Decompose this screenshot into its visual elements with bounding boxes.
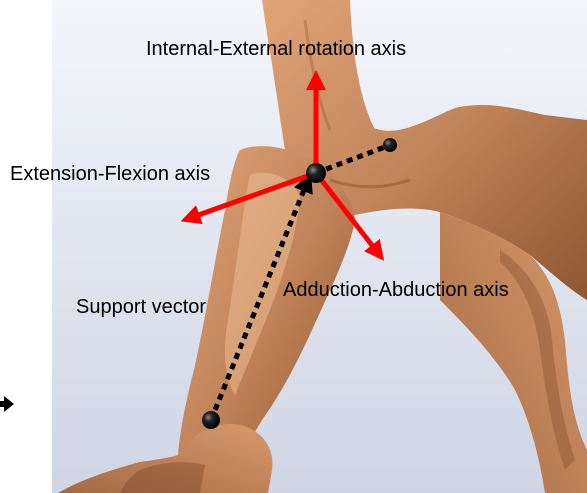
extension-flexion-axis-label: Extension-Flexion axis — [10, 164, 210, 184]
support-vector-label: Support vector — [76, 297, 206, 317]
internal-external-axis-label: Internal-External rotation axis — [146, 39, 406, 59]
hip-joint-marker — [306, 163, 326, 183]
knee-joint-marker — [202, 411, 220, 429]
pelvis-marker — [383, 138, 397, 152]
adduction-abduction-axis-label: Adduction-Abduction axis — [283, 280, 509, 300]
left-margin — [0, 0, 52, 493]
